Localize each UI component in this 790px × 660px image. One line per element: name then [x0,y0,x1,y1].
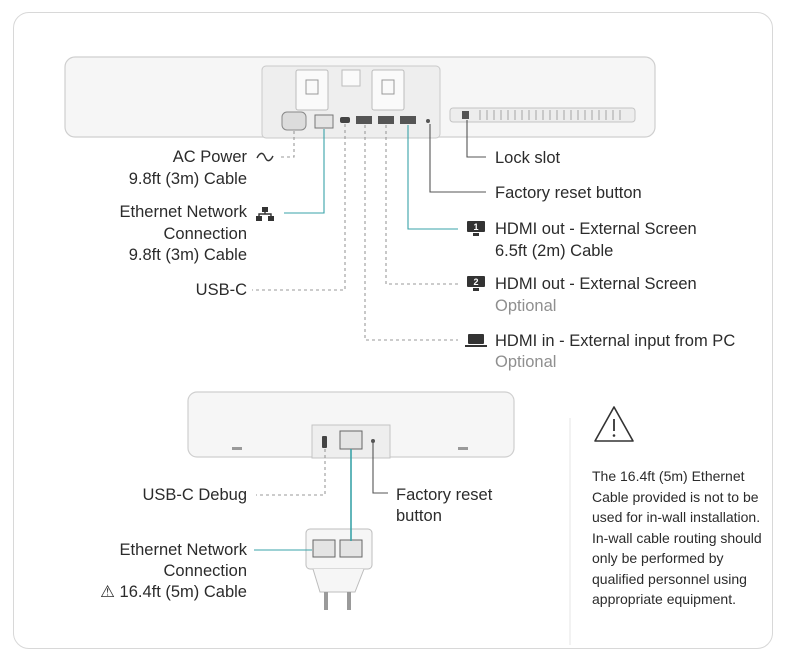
factory-reset-2-line1: Factory reset [396,486,493,504]
ac-wave-icon [256,152,274,162]
hdmi-in-optional: Optional [495,353,557,371]
hdmi-out-1-port [400,116,416,124]
monitor-2-icon: 2 [467,276,485,291]
video-bar-device [64,56,656,139]
lock-slot-label: Lock slot [495,149,561,167]
factory-reset-pin-2 [371,439,375,443]
ethernet-2-label-line2: Connection [163,562,247,580]
warning-small-icon: ⚠ [100,583,115,601]
usb-c-debug-port [322,436,327,448]
factory-reset-label: Factory reset button [495,184,642,202]
ethernet-cable-label: 9.8ft (3m) Cable [128,246,247,264]
hdmi-out-2-optional: Optional [495,297,557,315]
ethernet-2-label-line1: Ethernet Network [119,541,247,559]
power-adapter [305,528,373,610]
svg-text:2: 2 [473,277,478,287]
hdmi-in-label: HDMI in - External input from PC [495,332,736,350]
ac-power-port [281,111,307,131]
hdmi-out-1-cable-label: 6.5ft (2m) Cable [495,242,614,260]
ethernet-label-line2: Connection [163,225,247,243]
factory-reset-2-line2: button [396,507,442,525]
hdmi-in-port [356,116,372,124]
ac-power-label: AC Power [172,148,247,166]
usb-c-label: USB-C [195,281,247,299]
warning-note: The 16.4ft (5m) Ethernet Cable provided … [592,468,762,607]
laptop-icon [465,334,487,347]
warning-triangle-icon [594,406,634,442]
compute-unit-device [187,391,515,459]
hdmi-out-1-label: HDMI out - External Screen [495,220,697,238]
monitor-1-icon: 1 [467,221,485,236]
diagram-frame [13,12,773,649]
usb-c-debug-label: USB-C Debug [142,486,247,504]
ethernet-port [314,114,334,129]
network-icon [256,207,274,221]
ethernet-2-cable-label: ⚠ 16.4ft (5m) Cable [100,583,247,601]
ac-power-cable-label: 9.8ft (3m) Cable [128,170,247,188]
factory-reset-pin [426,119,430,123]
usb-c-port [340,117,350,123]
svg-text:1: 1 [473,222,478,232]
lock-slot [462,111,469,119]
ethernet-port-2 [339,430,363,450]
ethernet-label-line1: Ethernet Network [119,203,247,221]
hdmi-out-2-port [378,116,394,124]
hdmi-out-2-label: HDMI out - External Screen [495,275,697,293]
